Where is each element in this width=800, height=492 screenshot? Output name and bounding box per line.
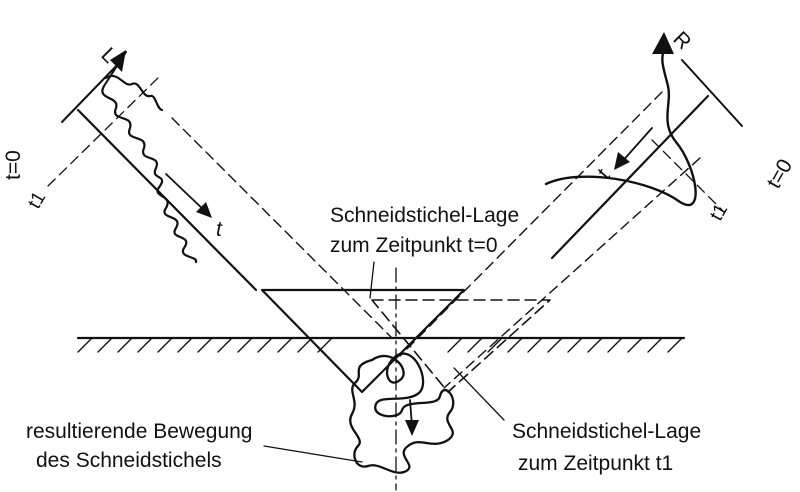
record-surface xyxy=(76,336,686,353)
left-t0-line xyxy=(61,59,123,123)
leader-motion xyxy=(263,445,363,463)
label-position-t0-line1: Schneidstichel-Lage xyxy=(330,204,519,227)
stylus-t0 xyxy=(260,288,466,394)
left-arrow-head xyxy=(110,50,126,72)
leader-t1 xyxy=(453,367,505,421)
right-beam-axis xyxy=(550,94,710,260)
right-t1-line xyxy=(651,139,723,211)
resultant-motion-path xyxy=(349,352,455,474)
label-t-left: t xyxy=(216,218,223,241)
left-wave xyxy=(101,84,198,264)
right-beam xyxy=(399,32,743,389)
right-wave xyxy=(544,48,697,206)
leader-t0 xyxy=(369,261,375,299)
motion-arrow-head xyxy=(405,420,419,436)
label-t-right: t xyxy=(592,165,615,183)
label-motion-line2: des Schneidstichels xyxy=(36,449,222,472)
left-t-arrow-shaft xyxy=(165,173,207,213)
left-beam xyxy=(47,50,393,339)
left-wave-upper xyxy=(104,75,164,112)
surface-hatching xyxy=(77,337,683,353)
right-t0-line xyxy=(681,59,743,127)
label-t1-right: t1 xyxy=(706,200,732,224)
left-t-arrow-head xyxy=(196,202,212,218)
label-t0-left: t=0 xyxy=(2,150,25,180)
left-t1-line xyxy=(47,73,163,187)
label-position-t1-line1: Schneidstichel-Lage xyxy=(512,420,701,443)
right-beam-edge xyxy=(399,91,663,357)
label-t0-right: t=0 xyxy=(762,155,797,192)
label-t1-left: t1 xyxy=(24,188,50,212)
label-position-t1-line2: zum Zeitpunkt t1 xyxy=(518,452,673,475)
right-beam-edge-t1 xyxy=(443,157,701,389)
label-motion-line1: resultierende Bewegung xyxy=(26,420,253,443)
label-beam-right: R xyxy=(668,27,695,54)
label-position-t0-line2: zum Zeitpunkt t=0 xyxy=(330,234,498,257)
left-beam-edge xyxy=(171,117,393,339)
stylus-t1 xyxy=(371,299,551,393)
right-arrow-head xyxy=(652,32,674,54)
right-t-arrow-shaft xyxy=(619,127,653,165)
right-t-arrow-head xyxy=(614,152,630,170)
